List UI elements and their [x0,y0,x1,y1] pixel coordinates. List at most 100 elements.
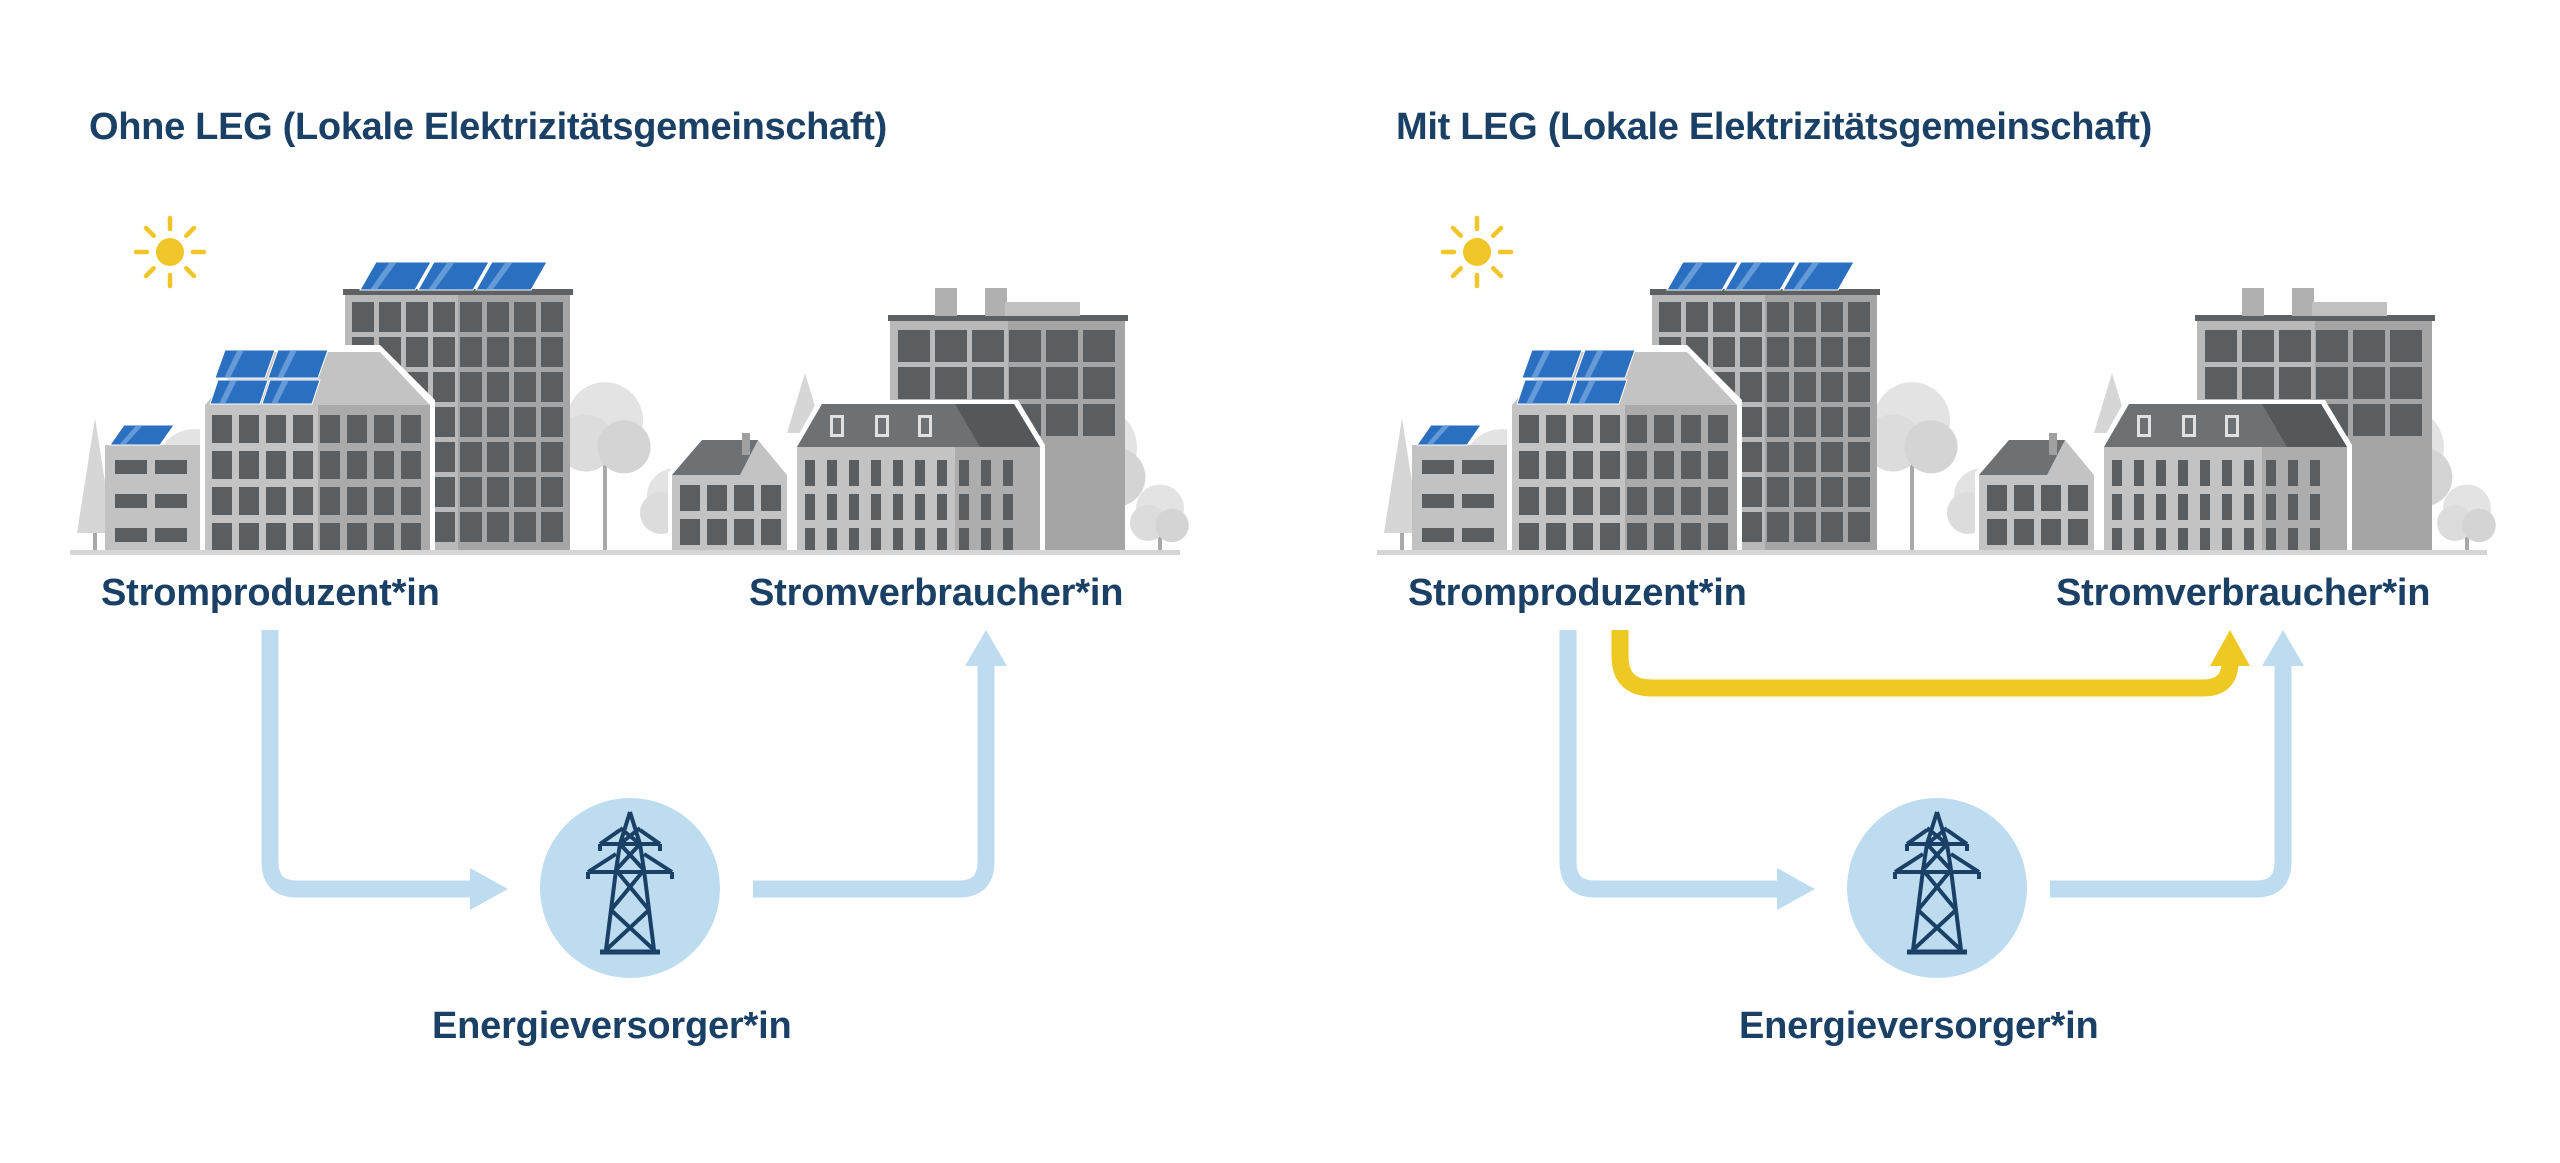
roof-unit [1005,302,1080,316]
window [1083,404,1115,436]
window [1046,330,1078,362]
sun-icon [1440,215,1514,289]
window [1422,494,1454,508]
window [401,487,421,515]
window [915,494,925,520]
window [1848,407,1870,437]
dormer-window [2185,418,2193,434]
sun-core [156,238,184,266]
window [374,415,394,443]
window [514,372,536,402]
consumer-tower-roof [2195,315,2435,321]
window [433,337,455,367]
dormer-window [2228,418,2236,434]
window [1821,302,1843,332]
window [374,523,394,551]
window [293,451,313,479]
window [1681,415,1701,443]
window [2178,494,2188,520]
window [2390,367,2422,399]
window [2310,494,2320,520]
window [1627,487,1647,515]
window [871,528,881,554]
window [2068,485,2088,511]
window [514,337,536,367]
window [1713,302,1735,332]
window [1821,477,1843,507]
window [2222,528,2232,554]
solar-glare [1578,380,1596,404]
window [1422,460,1454,474]
pylon-insulator [658,844,662,851]
window [2242,367,2274,399]
window [293,487,313,515]
window [1546,451,1566,479]
window [805,460,815,486]
window [541,372,563,402]
window [2279,367,2311,399]
window [2288,494,2298,520]
window [1627,523,1647,551]
flow-arrow-producer-to-supplier [261,630,508,910]
window [1519,523,1539,551]
window [2222,494,2232,520]
window [2205,330,2237,362]
solar-glare [1676,262,1704,290]
window [514,407,536,437]
window [2112,494,2122,520]
window [406,302,428,332]
solar-glare [485,262,513,290]
window [2288,460,2298,486]
panel-mit-leg: Mit LEG (Lokale Elektrizitätsgemeinschaf… [1307,0,2560,1163]
window [320,415,340,443]
window [1681,451,1701,479]
window [352,302,374,332]
window [734,485,754,511]
window [937,528,947,554]
ground-line [1377,550,2487,555]
window [115,494,147,508]
window [1681,523,1701,551]
window [2134,460,2144,486]
window [1740,372,1762,402]
window [212,523,232,551]
window [1713,337,1735,367]
window [2244,528,2254,554]
panel-title: Ohne LEG (Lokale Elektrizitätsgemeinscha… [89,106,887,148]
window [374,487,394,515]
window [1821,372,1843,402]
window [2244,494,2254,520]
window [1600,415,1620,443]
dormer-window [921,418,929,434]
window [2390,404,2422,436]
window [266,523,286,551]
window [1003,494,1013,520]
window [514,477,536,507]
window [212,415,232,443]
solar-glare [1584,350,1604,378]
window [981,460,991,486]
window [871,460,881,486]
pylon-insulator [1965,844,1969,851]
window [680,485,700,511]
window [871,494,881,520]
window [1046,404,1078,436]
window [487,512,509,542]
pylon-insulator [1893,872,1897,879]
window [1009,330,1041,362]
window [2316,367,2348,399]
window [2390,330,2422,362]
window [320,487,340,515]
window [487,302,509,332]
window [239,451,259,479]
window [2353,404,2385,436]
window [827,494,837,520]
tree-crown [597,420,651,474]
window [1767,407,1789,437]
window [239,415,259,443]
solar-glare [271,380,289,404]
window [460,372,482,402]
window [514,302,536,332]
window [1627,451,1647,479]
window [707,485,727,511]
